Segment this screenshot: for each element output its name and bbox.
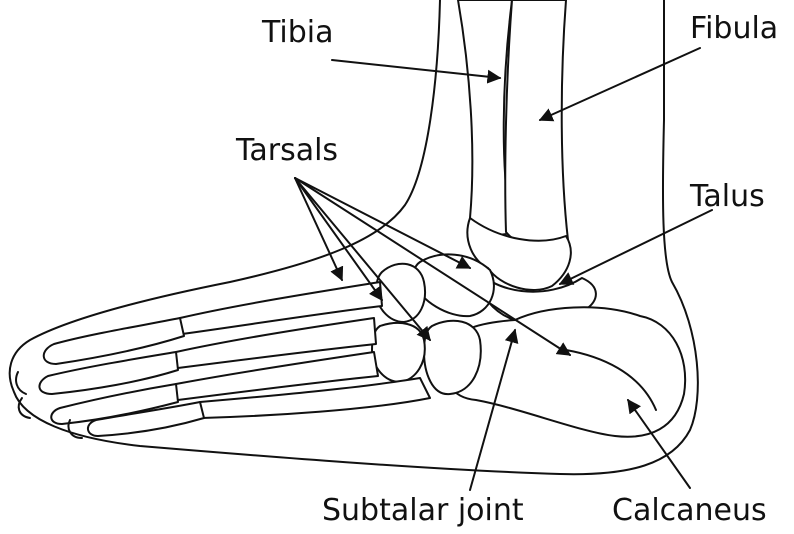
tarsals-label: Tarsals	[236, 136, 338, 166]
cuneiform-bone	[372, 323, 425, 382]
fibula-bone	[505, 0, 568, 248]
talus-leader	[560, 210, 712, 284]
tibia-label: Tibia	[262, 18, 334, 48]
fibula-label: Fibula	[690, 14, 778, 44]
tarsals-leader	[295, 178, 382, 300]
tibia-bone	[458, 0, 512, 235]
toe-tip	[16, 372, 26, 394]
tarsals-leader	[295, 178, 470, 268]
navicular-bone	[414, 254, 494, 316]
subtalar-joint-label: Subtalar joint	[322, 496, 524, 526]
talus-label: Talus	[690, 182, 765, 212]
cuneiform-bone	[376, 264, 425, 322]
calcaneus-label: Calcaneus	[612, 496, 767, 526]
fibula-leader	[540, 48, 700, 120]
calcaneus-bone	[444, 307, 685, 436]
